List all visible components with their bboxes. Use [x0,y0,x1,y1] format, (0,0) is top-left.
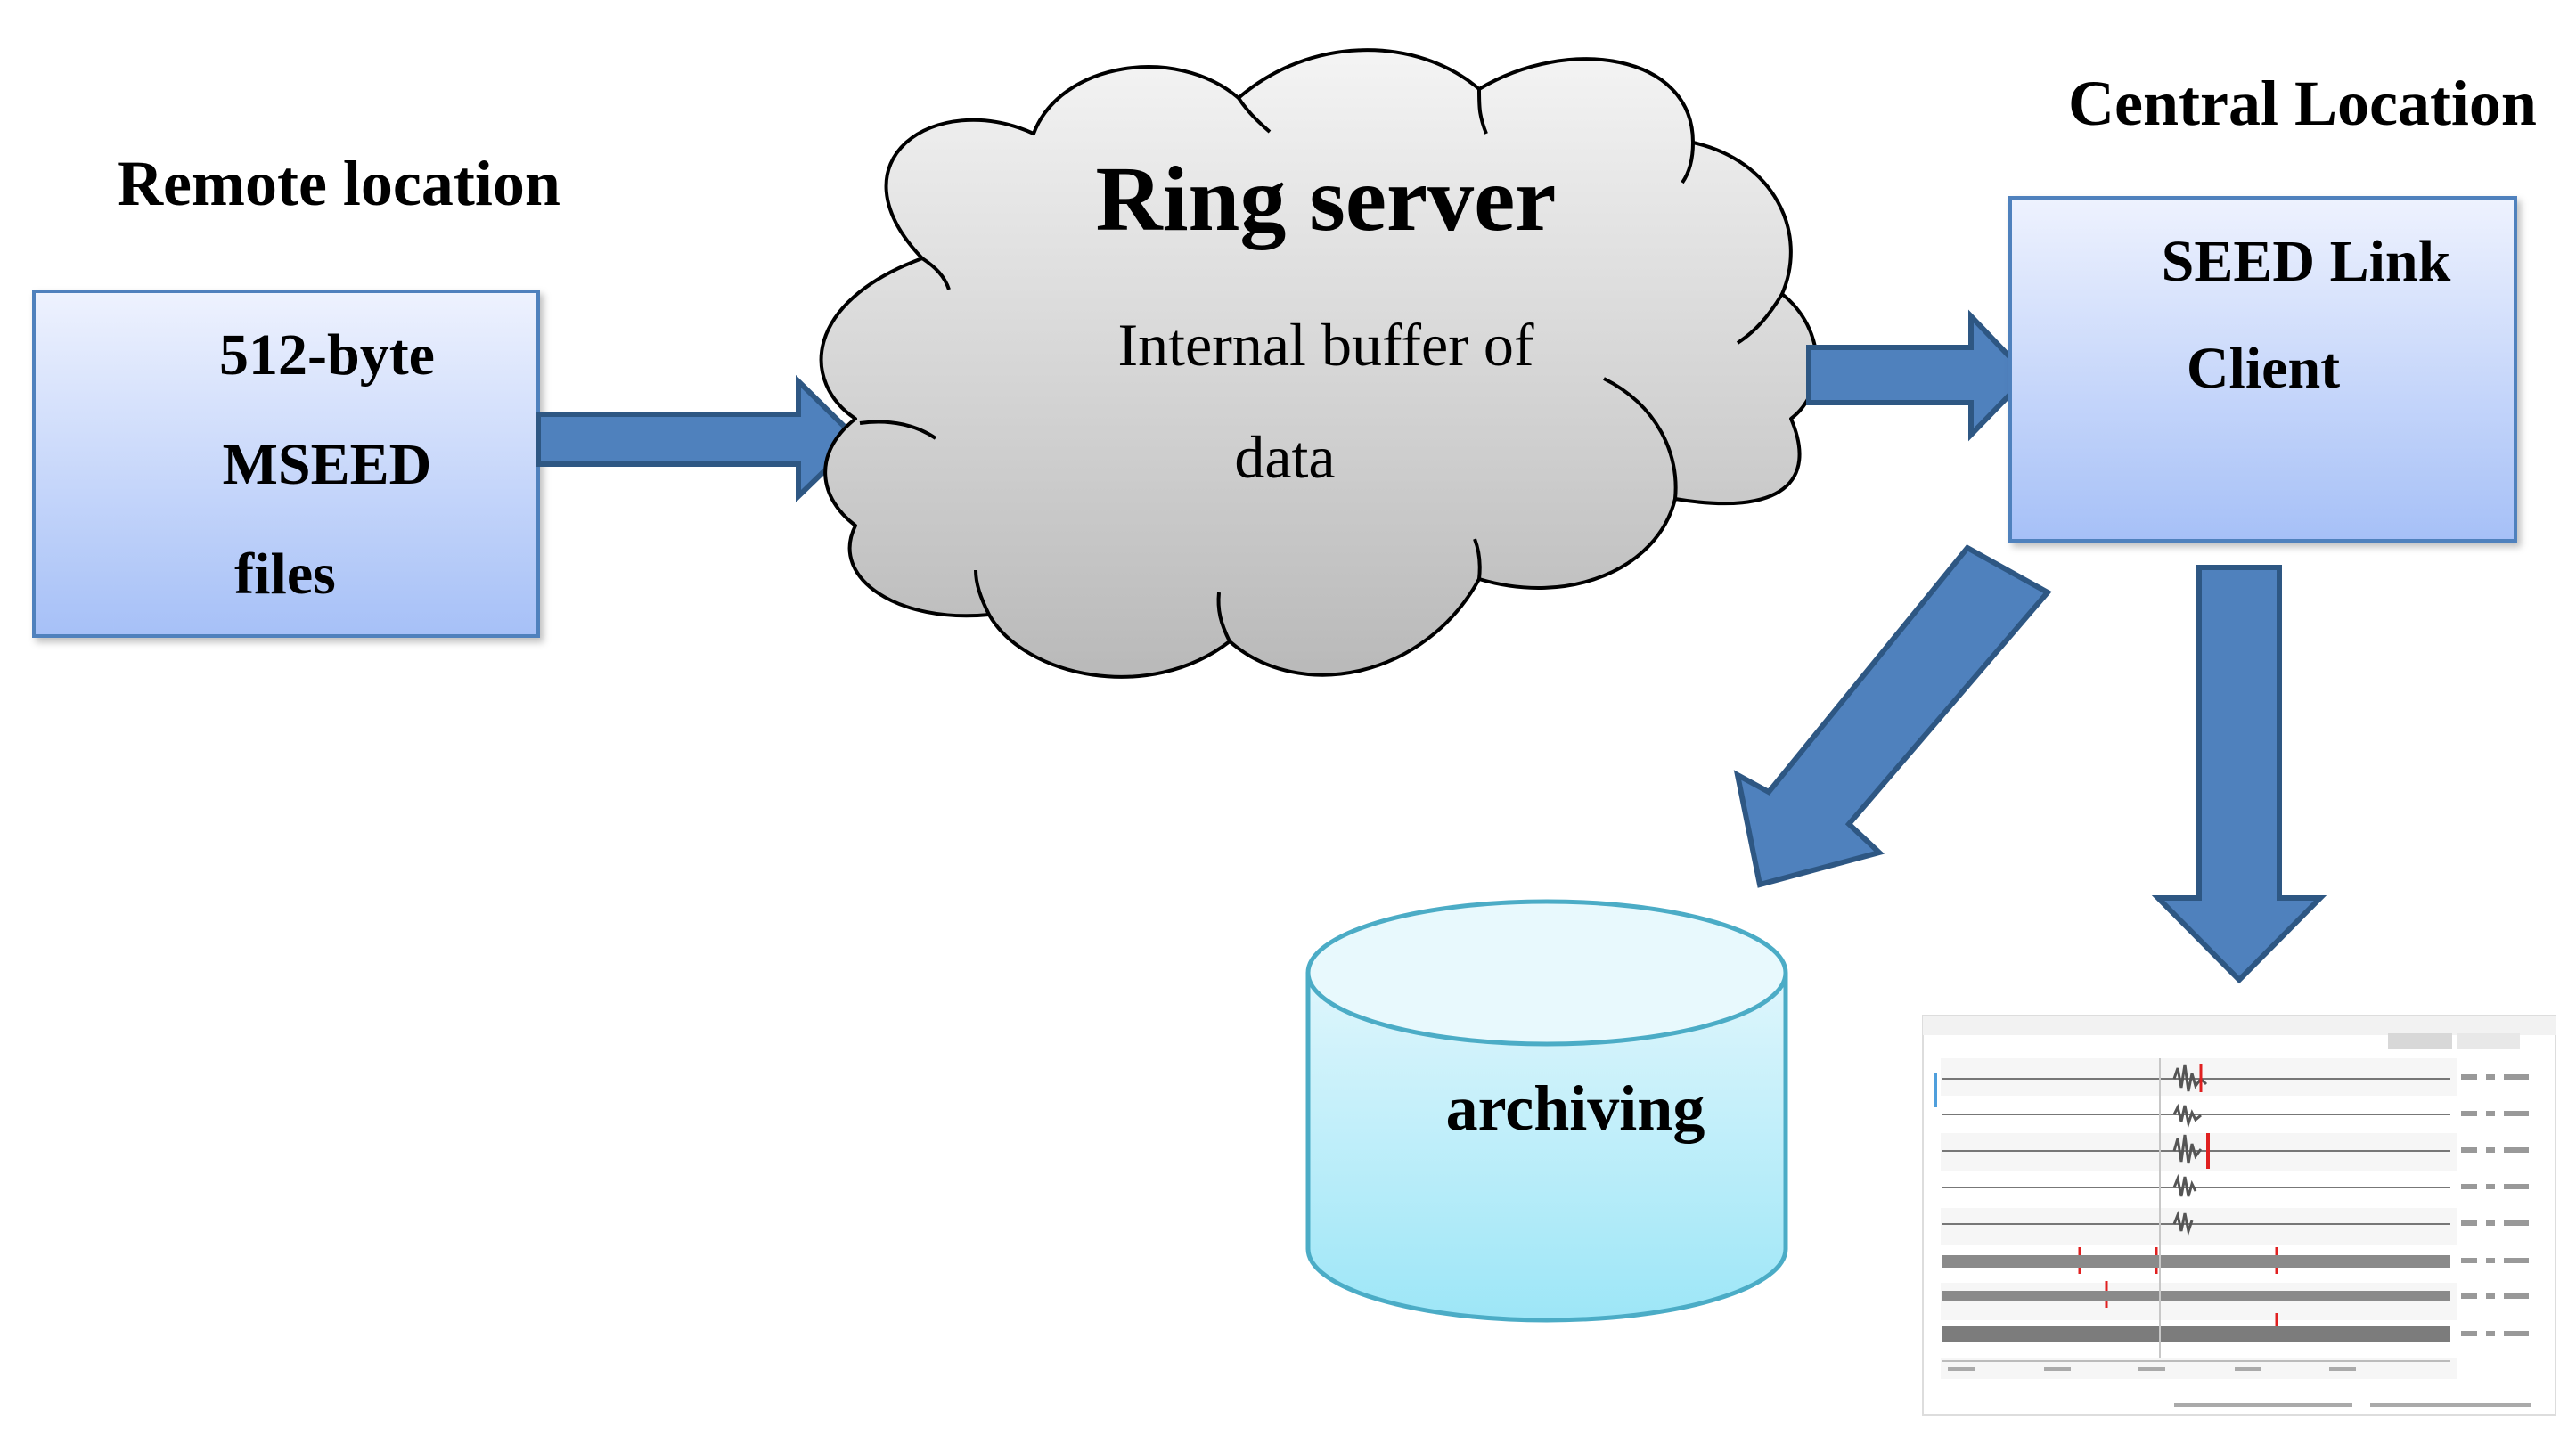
arrow-to-ring-server [536,374,862,503]
mseed-files-box [32,290,540,638]
mseed-box-line-1: 512-byte [219,322,435,388]
mseed-box-line-2: MSEED [223,432,432,497]
central-location-heading: Central Location [2068,68,2537,139]
archiving-database-cylinder [1305,899,1788,1323]
remote-location-heading: Remote location [117,148,560,219]
archiving-label: archiving [1446,1073,1705,1144]
arrow-to-seedlink-client [1806,309,2032,442]
viewer-toolbar [1923,1016,2556,1035]
seedlink-box-line-2: Client [2187,336,2340,401]
seedlink-box-line-1: SEED Link [2162,229,2451,294]
ring-server-title: Ring server [1096,148,1557,250]
arrow-to-waveform-viewer [2151,565,2327,984]
selection-marker [1934,1073,1937,1107]
arrow-to-archiving [1733,544,2052,888]
mseed-box-line-3: files [234,542,336,607]
waveform-viewer-screenshot [1922,1015,2556,1416]
ring-server-line-2: data [1234,423,1335,491]
ring-server-cloud [819,48,1819,679]
ring-server-line-1: Internal buffer of [1118,311,1534,379]
seedlink-client-box [2008,196,2517,543]
